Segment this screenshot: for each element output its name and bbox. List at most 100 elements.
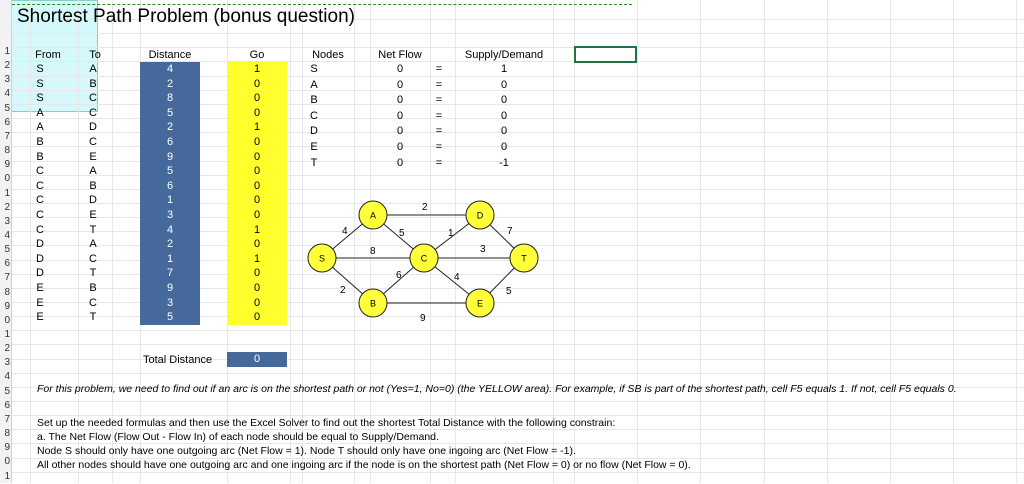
node-supply-cell[interactable]: -1 — [499, 156, 509, 169]
arc-go-cell[interactable]: 1 — [227, 251, 287, 267]
arc-to-cell: T — [89, 311, 97, 324]
arc-distance-cell[interactable]: 1 — [140, 193, 200, 208]
grid-row-line — [0, 344, 1024, 345]
row-number: 2 — [4, 60, 10, 71]
node-net-flow-cell[interactable]: 0 — [396, 109, 404, 122]
arc-go-cell[interactable]: 0 — [227, 237, 287, 252]
arc-go-cell[interactable]: 1 — [227, 222, 287, 238]
grid-col-line — [574, 0, 575, 483]
edge-weight-label: 2 — [422, 202, 428, 213]
arc-go-cell[interactable]: 0 — [227, 105, 287, 121]
node-supply-cell[interactable]: 0 — [500, 125, 508, 138]
graph-node-label: C — [421, 254, 428, 264]
node-supply-cell[interactable]: 1 — [500, 63, 508, 75]
arc-go-cell[interactable]: 0 — [227, 208, 287, 223]
grid-col-line — [827, 0, 828, 483]
arc-distance-cell[interactable]: 6 — [140, 135, 200, 150]
grid-row-line — [0, 245, 1024, 246]
arc-from-cell: C — [36, 223, 44, 236]
arc-distance-cell[interactable]: 2 — [140, 237, 200, 252]
header-nodes: Nodes — [312, 49, 344, 61]
arc-distance-cell[interactable]: 4 — [140, 62, 200, 77]
arc-go-cell[interactable]: 0 — [227, 91, 287, 106]
graph-node-label: E — [477, 299, 483, 309]
arc-go-cell[interactable]: 0 — [227, 310, 287, 325]
arc-go-cell[interactable]: 0 — [227, 281, 287, 296]
node-net-flow-cell[interactable]: 0 — [396, 94, 404, 107]
graph-node-s — [307, 243, 337, 273]
instruction-line-4: Node S should only have one outgoing arc… — [37, 445, 576, 457]
node-supply-cell[interactable]: 0 — [500, 109, 508, 122]
row-number: 5 — [4, 244, 10, 255]
arc-distance-cell[interactable]: 3 — [140, 208, 200, 223]
row-number: 7 — [4, 414, 10, 425]
arc-distance-cell[interactable]: 4 — [140, 222, 200, 238]
row-number: 7 — [4, 272, 10, 283]
arc-go-cell[interactable]: 0 — [227, 266, 287, 281]
row-number: 0 — [4, 173, 10, 184]
edge-weight-label: 5 — [399, 228, 405, 239]
arc-go-cell[interactable]: 0 — [227, 135, 287, 150]
node-supply-cell[interactable]: 0 — [500, 94, 508, 107]
node-net-flow-cell[interactable]: 0 — [396, 78, 404, 91]
node-net-flow-cell[interactable]: 0 — [396, 63, 404, 75]
arc-distance-cell[interactable]: 9 — [140, 281, 200, 296]
total-distance-label: Total Distance — [143, 354, 213, 366]
arc-go-cell[interactable]: 0 — [227, 295, 287, 311]
grid-row-line — [0, 47, 1024, 48]
arc-distance-cell[interactable]: 3 — [140, 295, 200, 311]
arc-distance-cell[interactable]: 9 — [140, 149, 200, 165]
edge-weight-label: 5 — [506, 286, 512, 297]
arc-distance-cell[interactable]: 5 — [140, 105, 200, 121]
grid-row-line — [0, 330, 1024, 331]
edge-weight-label: 9 — [420, 313, 426, 324]
total-distance-value[interactable]: 0 — [227, 352, 287, 367]
row-number: 3 — [4, 74, 10, 85]
node-equals-sign: = — [435, 78, 443, 91]
selected-cell[interactable] — [574, 46, 637, 63]
node-net-flow-cell[interactable]: 0 — [396, 125, 404, 138]
arc-go-cell[interactable]: 1 — [227, 120, 287, 135]
arc-go-cell[interactable]: 0 — [227, 149, 287, 165]
grid-row-line — [0, 161, 1024, 162]
instruction-line-5: All other nodes should have one outgoing… — [37, 459, 691, 471]
arc-go-cell[interactable]: 1 — [227, 62, 287, 77]
row-number: 4 — [4, 371, 10, 382]
arc-distance-cell[interactable]: 5 — [140, 164, 200, 179]
grid-row-line — [0, 274, 1024, 275]
grid-row-line — [0, 401, 1024, 402]
row-number: 1 — [4, 329, 10, 340]
node-equals-sign: = — [435, 94, 443, 107]
grid-col-line — [890, 0, 891, 483]
arc-distance-cell[interactable]: 2 — [140, 76, 200, 92]
grid-col-line — [290, 0, 291, 483]
node-supply-cell[interactable]: 0 — [500, 141, 508, 153]
arc-distance-cell[interactable]: 8 — [140, 91, 200, 106]
node-net-flow-cell[interactable]: 0 — [396, 156, 404, 169]
arc-distance-cell[interactable]: 7 — [140, 266, 200, 281]
header-distance: Distance — [148, 49, 192, 61]
arc-go-cell[interactable]: 0 — [227, 178, 287, 194]
arc-distance-cell[interactable]: 6 — [140, 178, 200, 194]
arc-distance-cell[interactable]: 1 — [140, 251, 200, 267]
node-supply-cell[interactable]: 0 — [500, 78, 508, 91]
arc-distance-cell[interactable]: 5 — [140, 310, 200, 325]
node-name-cell: E — [310, 141, 318, 153]
node-net-flow-cell[interactable]: 0 — [396, 141, 404, 153]
arc-to-cell: D — [89, 121, 97, 134]
grid-row-line — [0, 429, 1024, 430]
row-number: 6 — [4, 400, 10, 411]
graph-node-d — [465, 200, 495, 230]
row-number: 4 — [4, 88, 10, 99]
grid-col-line — [302, 0, 303, 483]
graph-node-c — [409, 243, 439, 273]
arc-go-cell[interactable]: 0 — [227, 193, 287, 208]
arc-to-cell: B — [89, 77, 97, 90]
arc-go-cell[interactable]: 0 — [227, 164, 287, 179]
grid-col-line — [637, 0, 638, 483]
grid-col-line — [370, 0, 371, 483]
arc-go-cell[interactable]: 0 — [227, 76, 287, 92]
arc-distance-cell[interactable]: 2 — [140, 120, 200, 135]
node-name-cell: A — [310, 78, 318, 91]
